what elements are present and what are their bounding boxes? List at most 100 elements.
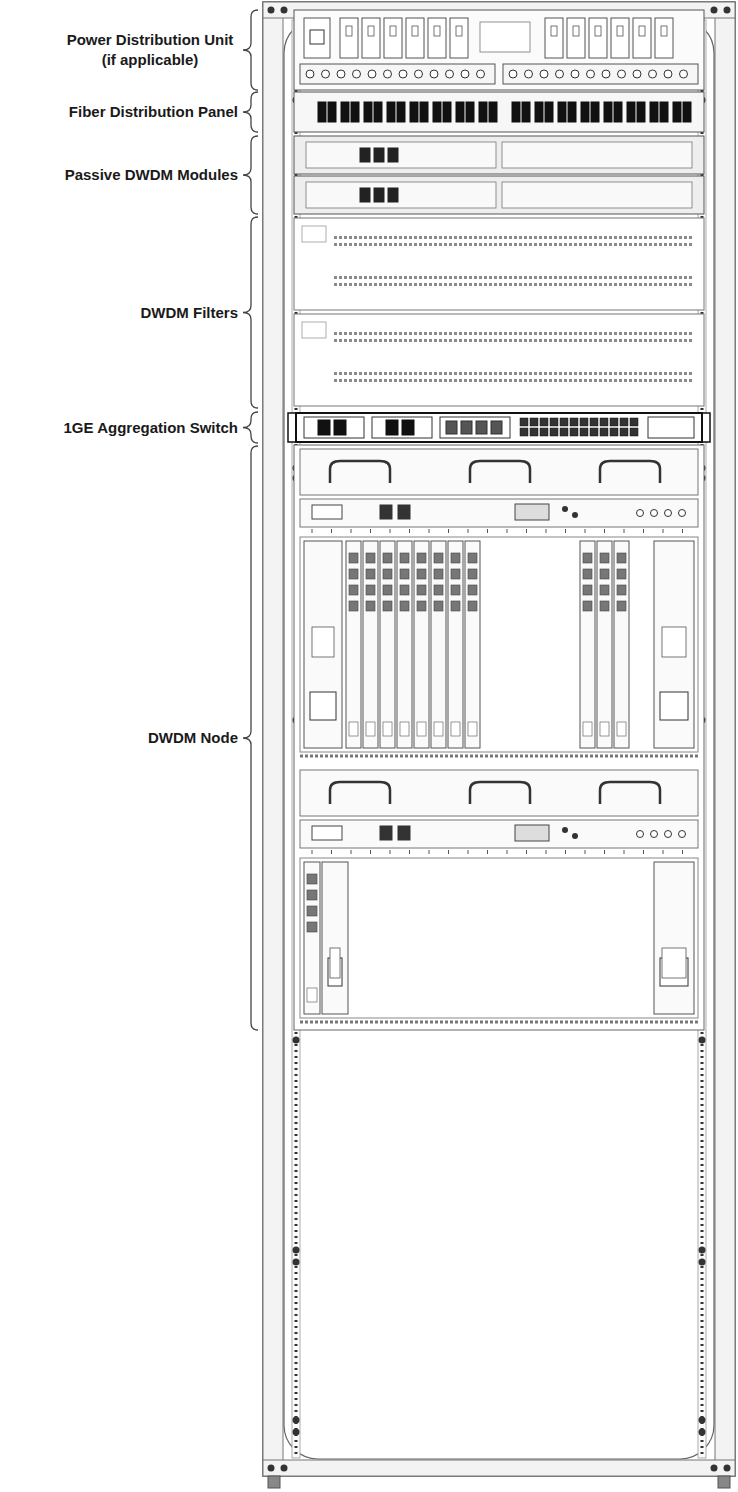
- card-latch: [451, 722, 460, 736]
- filter-port: [434, 372, 437, 375]
- filter-port: [389, 243, 392, 246]
- filter-port: [399, 236, 402, 239]
- card-port: [400, 553, 409, 563]
- card-port: [349, 601, 358, 611]
- filter-port: [439, 283, 442, 286]
- breaker: [589, 18, 607, 58]
- filter-port: [589, 276, 592, 279]
- card-port: [451, 601, 460, 611]
- sfp-port: [476, 421, 487, 434]
- fiber-port: [545, 102, 553, 122]
- card-cage: [300, 537, 698, 752]
- slot-mark: [546, 850, 547, 854]
- filter-port: [479, 339, 482, 342]
- bolt: [268, 7, 275, 14]
- filter-port: [349, 339, 352, 342]
- filter-port: [679, 283, 682, 286]
- filter-port: [394, 243, 397, 246]
- breaker-toggle: [639, 26, 645, 36]
- filter-port: [614, 243, 617, 246]
- filter-port: [484, 243, 487, 246]
- slot-mark: [370, 529, 371, 533]
- filter-port: [594, 372, 597, 375]
- filter-port: [614, 379, 617, 382]
- card-port: [366, 553, 375, 563]
- filter-port: [429, 276, 432, 279]
- fiber-port: [512, 102, 520, 122]
- filter-port: [444, 339, 447, 342]
- filter-port: [419, 283, 422, 286]
- filter-port: [604, 236, 607, 239]
- filter-port: [609, 283, 612, 286]
- power-inlet: [310, 692, 336, 720]
- filter-port: [624, 332, 627, 335]
- filter-port: [439, 339, 442, 342]
- card-latch: [383, 722, 392, 736]
- filter-port: [629, 332, 632, 335]
- filter-port: [539, 339, 542, 342]
- filter-port: [459, 243, 462, 246]
- fiber-port: [397, 102, 405, 122]
- filter-port: [484, 332, 487, 335]
- slot-mark: [585, 850, 586, 854]
- filter-port: [444, 372, 447, 375]
- filter-port: [384, 332, 387, 335]
- slot-mark: [487, 850, 488, 854]
- filter-port: [669, 236, 672, 239]
- fan-tray: [300, 449, 698, 495]
- breaker-toggle: [595, 26, 601, 36]
- filter-port: [539, 243, 542, 246]
- filter-port: [439, 276, 442, 279]
- breaker-toggle: [390, 26, 396, 36]
- filter-port: [629, 339, 632, 342]
- filter-port: [684, 276, 687, 279]
- card-port: [434, 585, 443, 595]
- filter-port: [469, 379, 472, 382]
- filter-port: [539, 372, 542, 375]
- filter-port: [409, 276, 412, 279]
- slot-mark: [331, 850, 332, 854]
- filter-port: [634, 283, 637, 286]
- filter-port: [654, 236, 657, 239]
- rj45-port: [600, 428, 608, 436]
- line-card: [597, 541, 612, 748]
- filter-port: [374, 283, 377, 286]
- filter-port: [369, 339, 372, 342]
- slot-mark: [682, 529, 683, 533]
- filter-port: [579, 379, 582, 382]
- filter-port: [379, 236, 382, 239]
- filter-port: [474, 236, 477, 239]
- rj45-port: [590, 428, 598, 436]
- pdu-chassis: [294, 10, 704, 90]
- filter-port: [374, 379, 377, 382]
- slot-mark: [468, 529, 469, 533]
- card-port: [468, 569, 477, 579]
- terminal: [664, 70, 672, 78]
- filter-port: [389, 236, 392, 239]
- filter-port: [569, 283, 572, 286]
- terminal: [384, 70, 392, 78]
- filter-port: [574, 372, 577, 375]
- filter-port: [559, 283, 562, 286]
- filter-port: [374, 236, 377, 239]
- filter-port: [599, 276, 602, 279]
- filter-port: [489, 372, 492, 375]
- filter-port: [674, 283, 677, 286]
- breaker-toggle: [456, 26, 462, 36]
- filter-port: [494, 276, 497, 279]
- filter-port: [369, 332, 372, 335]
- filter-port: [544, 276, 547, 279]
- filter-port: [599, 332, 602, 335]
- fan-handle: [600, 461, 660, 483]
- slot-mark: [604, 529, 605, 533]
- filter-port: [619, 332, 622, 335]
- filter-port: [664, 276, 667, 279]
- filter-port: [689, 243, 692, 246]
- filter-port: [499, 339, 502, 342]
- filter-port: [674, 339, 677, 342]
- filter-port: [599, 243, 602, 246]
- fiber-port: [650, 102, 658, 122]
- fiber-port: [683, 102, 691, 122]
- filter-port: [419, 332, 422, 335]
- slot-mark: [585, 529, 586, 533]
